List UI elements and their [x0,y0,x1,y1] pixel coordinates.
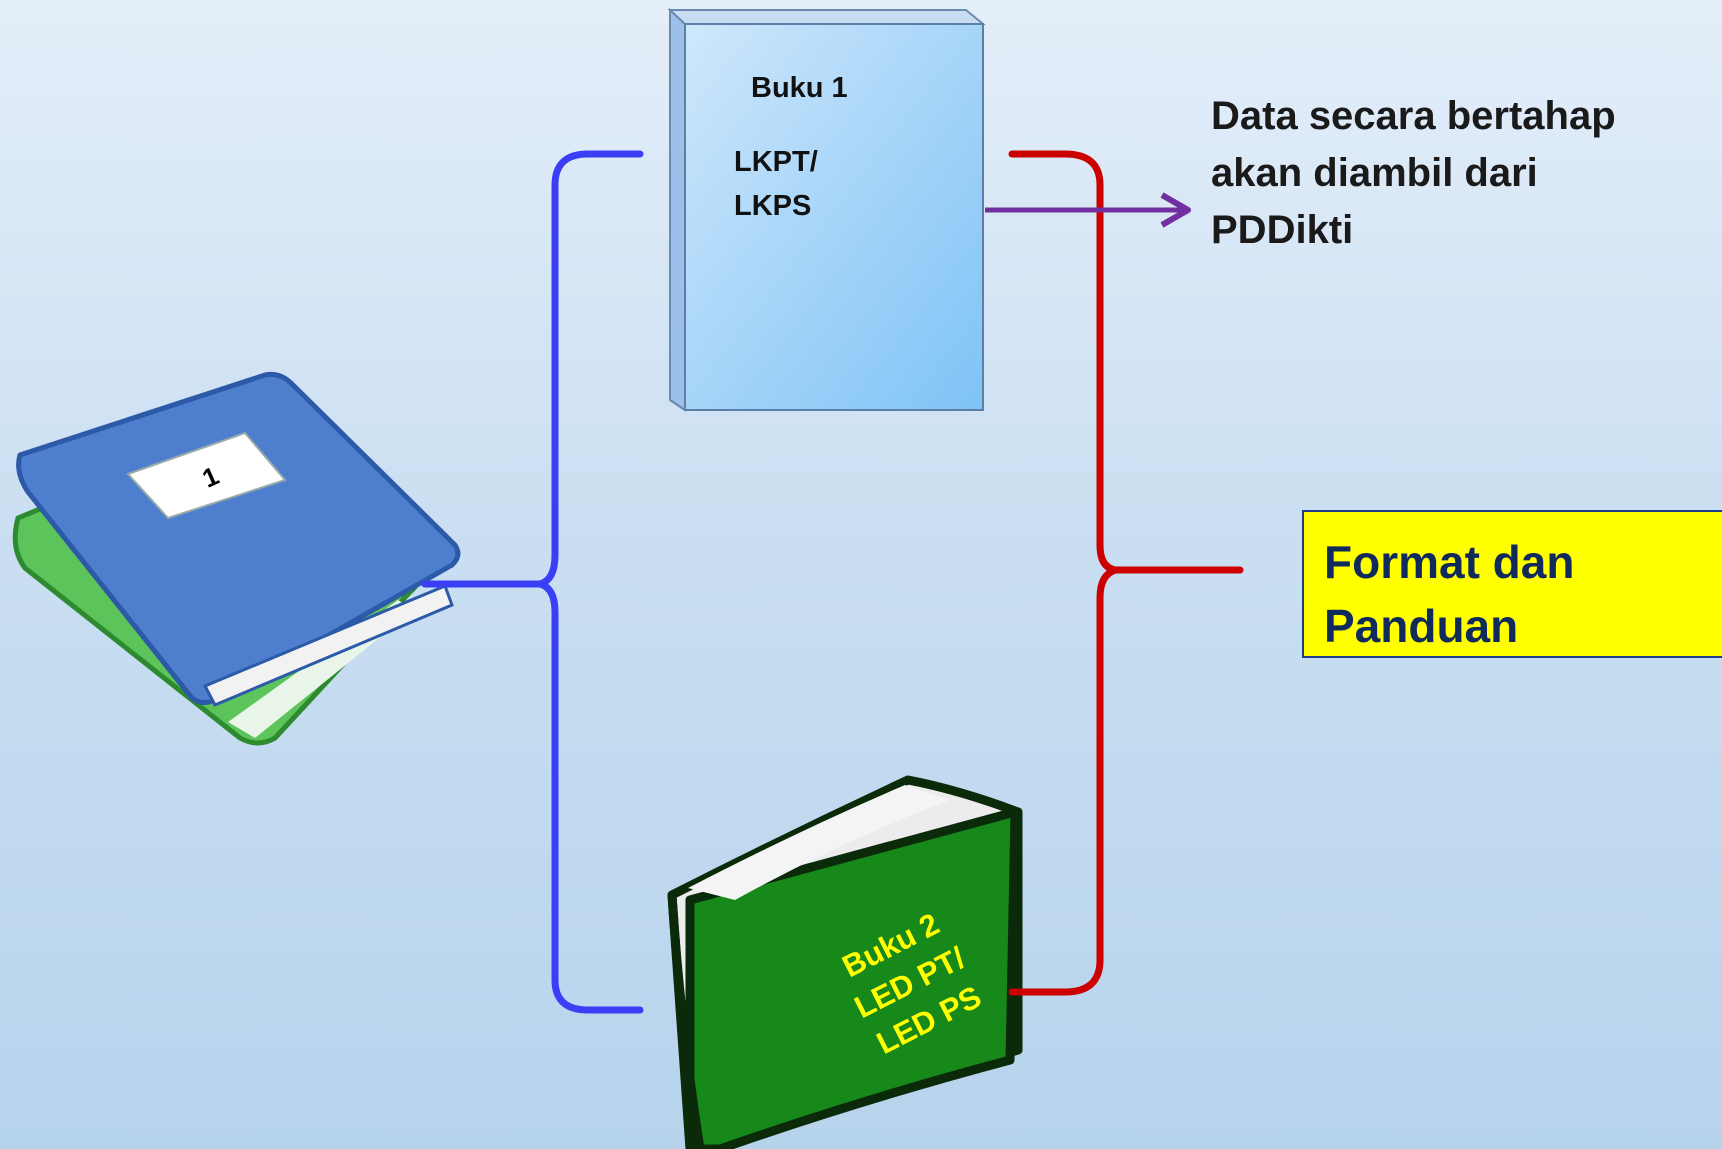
buku2-book-icon [667,775,1023,1149]
format-panduan-text: Format dan Panduan [1324,536,1575,652]
format-panduan-box: Format dan Panduan [1302,510,1722,658]
red-brace [1008,150,1244,996]
buku1-title: Buku 1 [751,72,848,104]
blue-brace [421,150,644,1014]
arrow-to-note [985,192,1191,228]
pddikti-note: Data secara bertahap akan diambil dari P… [1211,94,1616,252]
buku1-subtitle: LKPT/ LKPS [734,146,818,222]
book-stack-icon: 1 [12,371,461,746]
buku1-book-icon [667,7,986,412]
